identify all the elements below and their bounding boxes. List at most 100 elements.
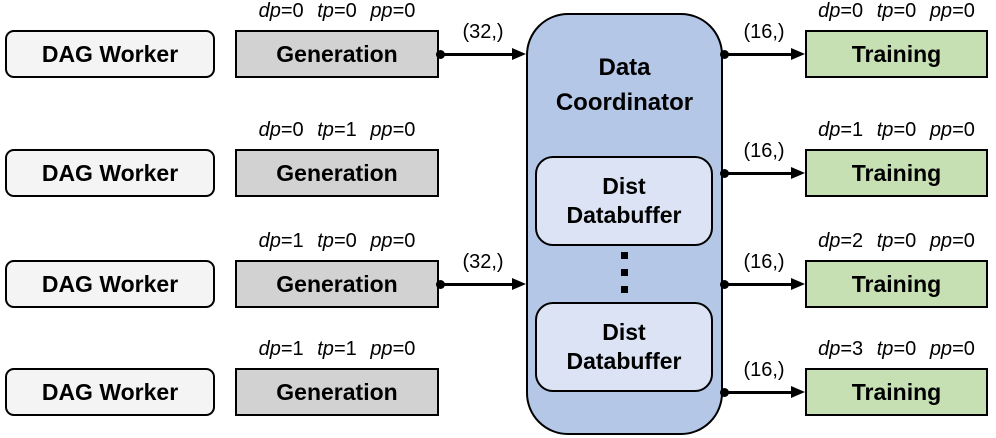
coordinator-title-line1: Data [598,54,651,81]
config-val: =0 [392,0,416,22]
dag-worker-label: DAG Worker [41,40,179,67]
arrow-shape-label: (16,) [743,359,785,381]
config-val: =0 [333,230,357,252]
training-label: Training [851,378,942,405]
config-var: dp [258,119,281,141]
config-var: pp [370,230,393,252]
dag-worker-box: DAG Worker [5,30,215,78]
config-val: =0 [280,119,304,141]
config-val: =0 [893,338,917,360]
ellipsis-dot [621,269,628,276]
config-var: pp [929,338,953,360]
config-var: dp [258,0,281,22]
config-var: tp [876,0,894,22]
config-var: tp [317,230,334,252]
config-val: =0 [392,230,416,252]
config-var: dp [258,338,281,360]
config-val: =1 [280,230,304,252]
dag-worker-box: DAG Worker [5,149,215,197]
training-box: Training [805,368,988,416]
config-pair: dp=0 [259,0,304,22]
config-pair: dp=1 [259,230,304,252]
training-config-label: dp=1 tp=0 pp=0 [805,119,988,141]
arrowhead-icon [512,277,526,290]
config-pair: tp=0 [877,119,917,141]
config-val: =1 [280,338,304,360]
arrow-generation-to-coordinator [440,53,514,56]
dist-databuffer-label: Dist Databuffer [566,319,682,374]
config-val: =0 [333,0,357,22]
training-config-label: dp=0 tp=0 pp=0 [805,0,988,22]
arrow-shape-label: (32,) [462,251,504,273]
config-pair: dp=3 [818,338,863,360]
arrowhead-icon [791,385,805,398]
config-pair: pp=0 [370,119,415,141]
config-val: =0 [280,0,304,22]
config-pair: dp=1 [818,119,863,141]
config-val: =1 [333,338,357,360]
config-pair: pp=0 [370,0,415,22]
config-pair: pp=0 [930,230,975,252]
config-val: =0 [893,230,917,252]
config-var: pp [370,338,393,360]
config-val: =0 [893,0,917,22]
vertical-ellipsis-icon [621,252,628,293]
config-val: =0 [952,119,975,141]
config-val: =1 [333,119,357,141]
config-var: tp [876,338,894,360]
config-var: pp [929,0,953,22]
generation-box: Generation [235,149,439,197]
config-var: tp [317,0,334,22]
arrow-coordinator-to-training [724,283,793,286]
coordinator-title-line2: Coordinator [555,89,694,116]
config-pair: tp=0 [877,338,917,360]
generation-config-label: dp=0 tp=1 pp=0 [235,119,439,141]
config-val: =0 [952,230,975,252]
config-val: =0 [840,0,864,22]
config-val: =1 [840,119,864,141]
ellipsis-dot [621,252,628,259]
config-val: =0 [392,119,416,141]
arrow-coordinator-to-training [724,53,793,56]
generation-box: Generation [235,30,439,78]
arrowhead-icon [512,47,526,60]
config-var: tp [317,338,334,360]
arrow-shape-label: (16,) [743,251,785,273]
training-label: Training [851,159,942,186]
arrow-generation-to-coordinator [440,283,514,286]
arrow-shape-label: (16,) [743,21,785,43]
generation-config-label: dp=1 tp=0 pp=0 [235,230,439,252]
arrow-shape-label: (32,) [462,21,504,43]
config-val: =0 [392,338,416,360]
config-var: tp [876,119,894,141]
config-val: =0 [952,0,975,22]
generation-config-label: dp=0 tp=0 pp=0 [235,0,439,22]
config-pair: tp=0 [877,230,917,252]
arrowhead-icon [791,277,805,290]
dag-worker-label: DAG Worker [41,270,179,297]
data-coordinator-title: Data Coordinator [526,50,723,120]
config-var: dp [258,230,281,252]
config-var: pp [929,119,953,141]
arrow-shape-label: (16,) [743,140,785,162]
config-pair: pp=0 [370,338,415,360]
generation-box: Generation [235,368,439,416]
config-pair: dp=2 [818,230,863,252]
config-pair: dp=0 [259,119,304,141]
config-var: tp [876,230,894,252]
config-pair: dp=0 [818,0,863,22]
config-var: dp [818,230,841,252]
dag-worker-label: DAG Worker [41,159,179,186]
config-pair: pp=0 [930,0,975,22]
dist-databuffer-label: Dist Databuffer [566,173,682,228]
config-pair: tp=1 [317,119,357,141]
config-pair: pp=0 [930,338,975,360]
generation-box: Generation [235,260,439,308]
dist-databuffer-box: Dist Databuffer [535,302,713,392]
config-pair: pp=0 [370,230,415,252]
dist-databuffer-box: Dist Databuffer [535,156,713,246]
config-var: pp [929,230,953,252]
arrow-coordinator-to-training [724,172,793,175]
dag-worker-label: DAG Worker [41,378,179,405]
dag-worker-box: DAG Worker [5,260,215,308]
